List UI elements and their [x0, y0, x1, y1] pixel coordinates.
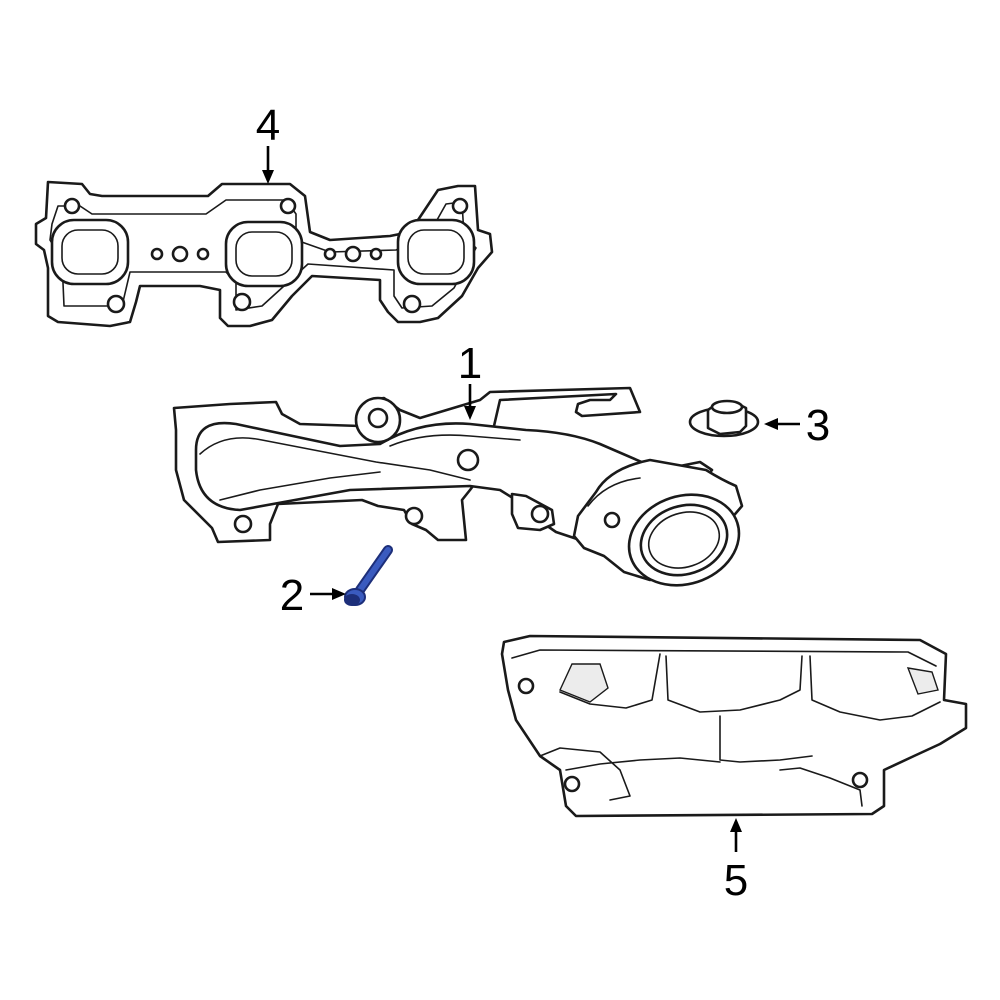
callout-4-label: 4: [256, 101, 280, 150]
callout-2: 2: [280, 571, 346, 620]
callout-1: 1: [458, 339, 482, 420]
exhaust-manifold-gasket[interactable]: [34, 180, 494, 328]
callout-4: 4: [256, 101, 280, 184]
exhaust-manifold[interactable]: [172, 386, 751, 599]
callout-2-label: 2: [280, 571, 304, 620]
manifold-bolt[interactable]: [344, 545, 393, 606]
callout-3: 3: [764, 401, 830, 450]
callout-5: 5: [724, 818, 748, 905]
callout-3-label: 3: [806, 401, 830, 450]
heat-shield[interactable]: [500, 634, 968, 818]
manifold-nut[interactable]: [688, 399, 760, 438]
callout-5-label: 5: [724, 856, 748, 905]
callout-1-label: 1: [458, 339, 482, 388]
